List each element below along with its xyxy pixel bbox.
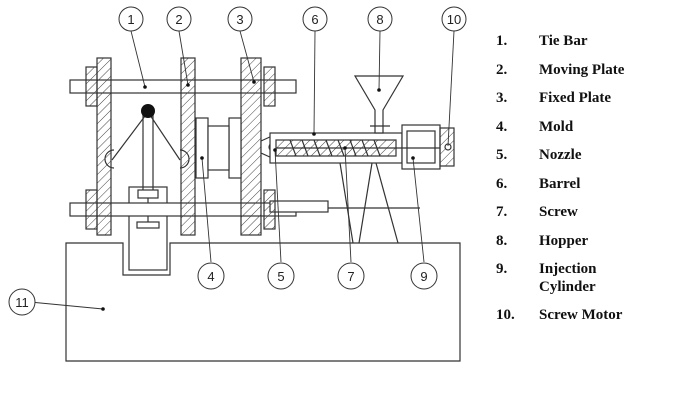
callout-1: 1 (118, 6, 144, 32)
svg-text:11: 11 (15, 295, 29, 310)
legend-number: 10. (496, 307, 515, 323)
legend-item: 1. Tie Bar (496, 32, 686, 50)
mold-fixed-half (228, 117, 242, 179)
legend-label: Screw (539, 204, 578, 220)
legend-label: Tie Bar (539, 33, 588, 49)
svg-text:7: 7 (347, 269, 354, 284)
callout-3: 3 (227, 6, 253, 32)
legend-item: 9. Injection Cylinder (496, 260, 686, 296)
hopper (353, 75, 405, 134)
legend-item: 5. Nozzle (496, 146, 686, 164)
svg-text:3: 3 (236, 12, 243, 27)
legend-number: 1. (496, 33, 508, 49)
legend-label: Screw Motor (539, 307, 623, 323)
svg-text:2: 2 (175, 12, 182, 27)
legend-item: 7. Screw (496, 203, 686, 221)
legend-label: Moving Plate (539, 61, 625, 78)
callout-7: 7 (337, 262, 365, 290)
toggle-linkage (104, 111, 190, 190)
legend-number: 2. (496, 61, 508, 78)
svg-text:8: 8 (376, 12, 383, 27)
moving-plate (180, 57, 196, 236)
legend-number: 7. (496, 204, 508, 220)
legend-item: 6. Barrel (496, 175, 686, 193)
svg-text:9: 9 (420, 269, 427, 284)
legend-label: Barrel (539, 175, 581, 192)
rear-plate (96, 57, 112, 236)
callout-2: 2 (166, 6, 192, 32)
svg-text:10: 10 (447, 12, 461, 27)
legend-label: Nozzle (539, 147, 582, 163)
legend-item: 3. Fixed Plate (496, 89, 686, 107)
legend-label: Mold (539, 118, 574, 135)
svg-text:4: 4 (207, 269, 214, 284)
legend-item: 4. Mold (496, 118, 686, 136)
callout-4: 4 (197, 262, 225, 290)
callout-10: 10 (441, 6, 467, 32)
legend-number: 9. (496, 261, 508, 277)
callout-9: 9 (410, 262, 438, 290)
injection-rod (269, 200, 329, 213)
legend-label: Injection Cylinder (539, 261, 597, 295)
callout-8: 8 (367, 6, 393, 32)
legend-label: Fixed Plate (539, 90, 612, 106)
mold-moving-half (195, 117, 209, 179)
callout-5: 5 (267, 262, 295, 290)
legend-item: 10. Screw Motor (496, 306, 686, 324)
svg-text:5: 5 (277, 269, 284, 284)
legend-number: 6. (496, 175, 508, 192)
legend-number: 3. (496, 90, 508, 106)
legend-item: 8. Hopper (496, 232, 686, 250)
legend-number: 8. (496, 232, 508, 249)
clamp-piston (136, 221, 160, 229)
svg-text:1: 1 (127, 12, 134, 27)
toggle-pivot (141, 104, 155, 118)
parts-legend: 1. Tie Bar 2. Moving Plate 3. Fixed Plate 4… (496, 32, 686, 335)
leader-lines (29, 30, 455, 310)
callout-11: 11 (8, 288, 36, 316)
machine-base (65, 242, 461, 362)
screw (276, 139, 396, 157)
legend-number: 5. (496, 147, 508, 163)
legend-number: 4. (496, 118, 508, 135)
callout-6: 6 (302, 6, 328, 32)
svg-text:6: 6 (311, 12, 318, 27)
fixed-plate (240, 57, 262, 236)
legend-item: 2. Moving Plate (496, 61, 686, 79)
legend-label: Hopper (539, 232, 589, 249)
